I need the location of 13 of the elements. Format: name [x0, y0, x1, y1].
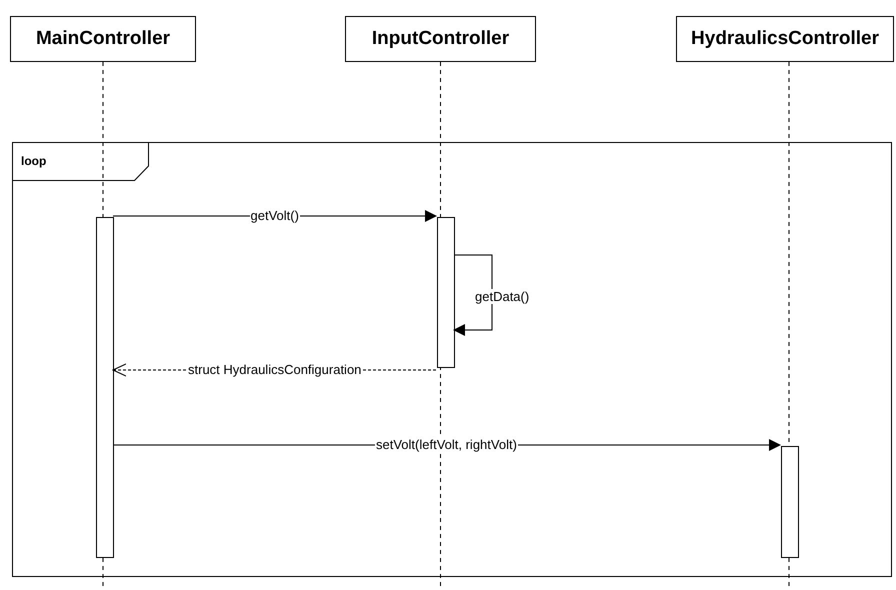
message-arrow	[453, 254, 492, 336]
message-label: getVolt()	[250, 208, 300, 223]
activation-bar	[437, 217, 455, 368]
message-label: struct HydraulicsConfiguration	[187, 362, 362, 377]
participant-box: MainController	[10, 16, 196, 62]
participant-box: InputController	[345, 16, 536, 62]
frame-label: loop	[21, 154, 46, 168]
activation-bar	[96, 217, 114, 558]
message-label: getData()	[474, 289, 530, 304]
message-label: setVolt(leftVolt, rightVolt)	[375, 437, 518, 452]
participant-box: HydraulicsController	[676, 16, 894, 62]
activation-bar	[781, 446, 799, 558]
loop-frame	[12, 142, 892, 577]
